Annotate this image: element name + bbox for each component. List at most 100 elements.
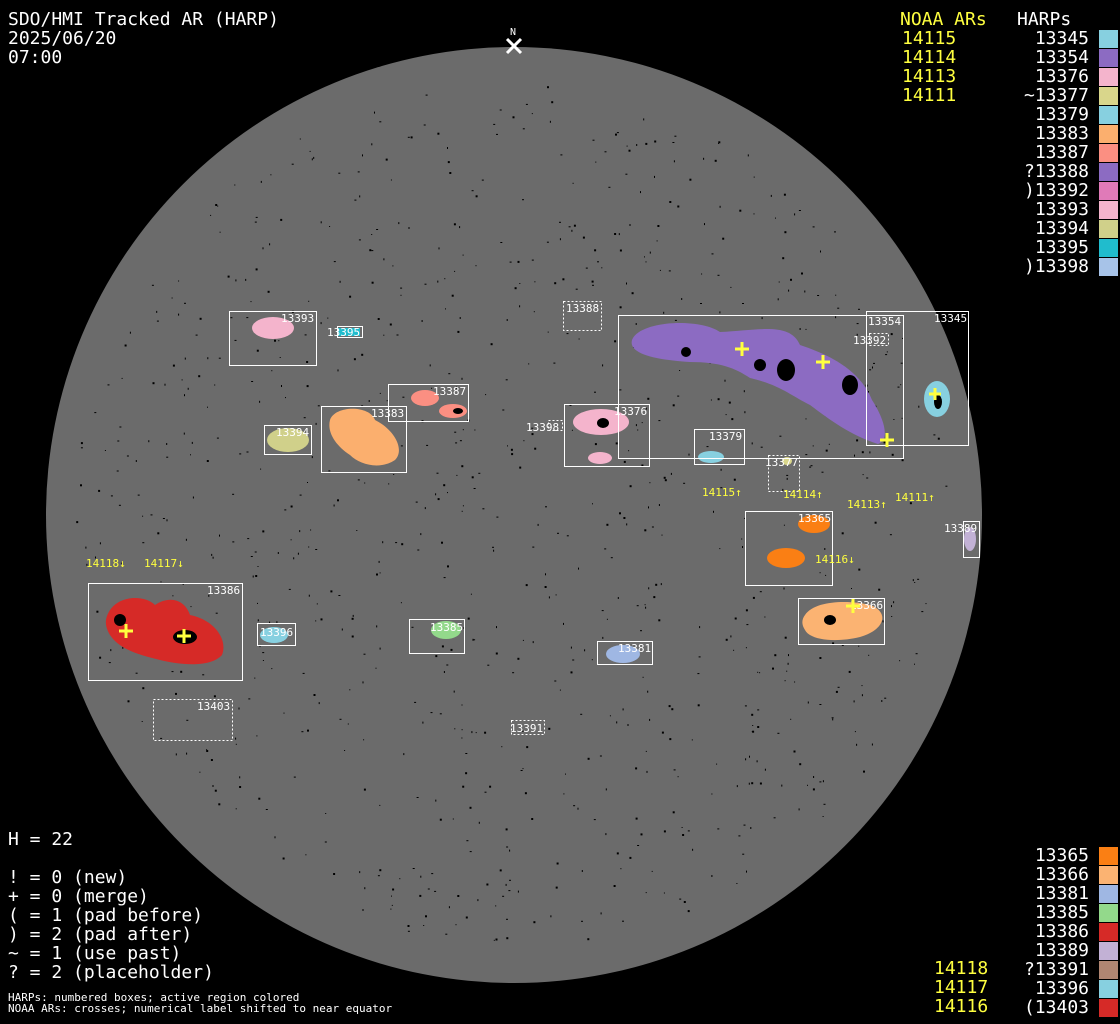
harp-count: H = 22 (8, 829, 74, 850)
stat-new: ! = 0 (new) (8, 867, 128, 888)
harp-box-13381[interactable] (597, 641, 653, 665)
disk-label-13394: 13394 (276, 426, 309, 439)
harp-color-swatch (1099, 885, 1118, 903)
disk-label-13393: 13393 (281, 312, 314, 325)
noaa-ar-item: 14115 (902, 28, 957, 49)
noaa-cross-icon (880, 433, 894, 447)
region-13395 (338, 328, 360, 336)
harp-color-swatch (1099, 163, 1118, 181)
harp-list-item: (13403 (1023, 997, 1089, 1018)
harp-box-13387[interactable] (388, 384, 469, 422)
disk-label-13365: 13365 (798, 512, 831, 525)
harp-list-item: 13381 (1034, 883, 1089, 904)
harp-box-13388[interactable] (563, 301, 602, 331)
harp-box-13389[interactable] (963, 521, 980, 558)
noaa-cross-icon (735, 342, 749, 356)
noaa-label-14117: 14117↓ (144, 557, 184, 570)
harp-list-item: 13395 (1034, 237, 1089, 258)
noaa-ar-item: 14118 (934, 958, 989, 979)
disk-label-13385: 13385 (430, 621, 463, 634)
harp-box-13394[interactable] (264, 425, 312, 455)
noaa-cross-icon (846, 599, 860, 613)
harp-list-item: 13386 (1034, 921, 1089, 942)
noaa-cross-icon (119, 624, 133, 638)
harp-box-13366[interactable] (798, 598, 885, 645)
harp-box-13386[interactable] (88, 583, 243, 681)
stat-use-past: ~ = 1 (use past) (8, 943, 182, 964)
harp-color-swatch (1099, 87, 1118, 105)
harp-box-13392[interactable] (869, 333, 889, 346)
harp-color-swatch (1099, 106, 1118, 124)
harp-box-13396[interactable] (257, 623, 296, 646)
harp-box-13391[interactable] (511, 720, 545, 735)
noaa-ar-item: 14116 (934, 996, 989, 1017)
noaa-ars-header: NOAA ARs (900, 9, 987, 30)
noaa-cross-icon (816, 355, 830, 369)
observation-date: 2025/06/20 (8, 28, 117, 49)
region-13376-b (588, 452, 612, 464)
harp-box-13345[interactable] (866, 311, 969, 446)
noaa-label-14118: 14118↓ (86, 557, 126, 570)
noaa-ar-item: 14113 (902, 66, 957, 87)
region-13389 (964, 527, 976, 551)
disk-label-13376: 13376 (614, 405, 647, 418)
harp-color-swatch (1099, 201, 1118, 219)
harp-box-13365[interactable] (745, 511, 833, 586)
harp-list-item: 13396 (1034, 978, 1089, 999)
disk-harp-labels: 13393 13395 13388 13354 13345 13392 1338… (197, 302, 977, 735)
harp-box-13379[interactable] (694, 429, 745, 465)
disk-label-13386: 13386 (207, 584, 240, 597)
disk-label-13391: 13391 (510, 722, 543, 735)
disk-label-13396: 13396 (260, 626, 293, 639)
harp-box-13354[interactable] (618, 315, 904, 459)
region-13383 (329, 408, 399, 466)
harp-color-swatch (1099, 220, 1118, 238)
harp-color-swatch (1099, 182, 1118, 200)
region-13393 (252, 317, 294, 339)
harp-color-swatch (1099, 923, 1118, 941)
harp-list-item: 13376 (1034, 66, 1089, 87)
noaa-label-14115: 14115↑ (702, 486, 742, 499)
page-title: SDO/HMI Tracked AR (HARP) (8, 9, 279, 30)
region-13394 (267, 428, 309, 452)
footnote-harps: HARPs: numbered boxes; active region col… (8, 991, 300, 1004)
disk-label-13403: 13403 (197, 700, 230, 713)
harp-list-item: 13365 (1034, 845, 1089, 866)
harp-list-item: 13385 (1034, 902, 1089, 923)
noaa-crosses (119, 342, 941, 643)
harp-color-swatch (1099, 961, 1118, 979)
harp-box-13377[interactable] (768, 455, 800, 492)
harp-list-item: 13345 (1034, 28, 1089, 49)
disk-label-13395: 13395 (327, 326, 360, 339)
observation-time: 07:00 (8, 47, 63, 68)
harp-box-13393[interactable] (229, 311, 317, 366)
harp-color-swatch (1099, 999, 1118, 1017)
region-13365-b (767, 548, 805, 568)
region-13385 (431, 621, 461, 639)
disk-label-13389: 13389 (944, 522, 977, 535)
stat-pad-before: ( = 1 (pad before) (8, 905, 204, 926)
harp-box-13383[interactable] (321, 406, 407, 473)
stat-merge: + = 0 (merge) (8, 886, 149, 907)
harp-box-13395[interactable] (337, 326, 363, 338)
harp-list-item: )13398 (1023, 256, 1089, 277)
disk-label-13387: 13387 (433, 385, 466, 398)
noaa-ar-item: 14111 (902, 85, 957, 106)
harp-list-item: )13392 (1023, 180, 1089, 201)
region-13381 (606, 645, 640, 663)
harp-list-item: 13354 (1034, 47, 1089, 68)
harp-color-swatch (1099, 30, 1118, 48)
disk-label-13354: 13354 (868, 315, 901, 328)
harp-box-13385[interactable] (409, 619, 465, 654)
disk-label-13381: 13381 (618, 642, 651, 655)
harp-list-item: ?13388 (1023, 161, 1089, 182)
noaa-cross-icon (929, 388, 941, 400)
harp-color-swatch (1099, 144, 1118, 162)
disk-label-13383: 13383 (371, 407, 404, 420)
harp-color-swatch (1099, 239, 1118, 257)
harp-color-swatch (1099, 980, 1118, 998)
disk-label-13345: 13345 (934, 312, 967, 325)
harp-boxes (88, 301, 980, 741)
harp-box-13376[interactable] (564, 404, 650, 467)
harp-color-swatch (1099, 258, 1118, 276)
